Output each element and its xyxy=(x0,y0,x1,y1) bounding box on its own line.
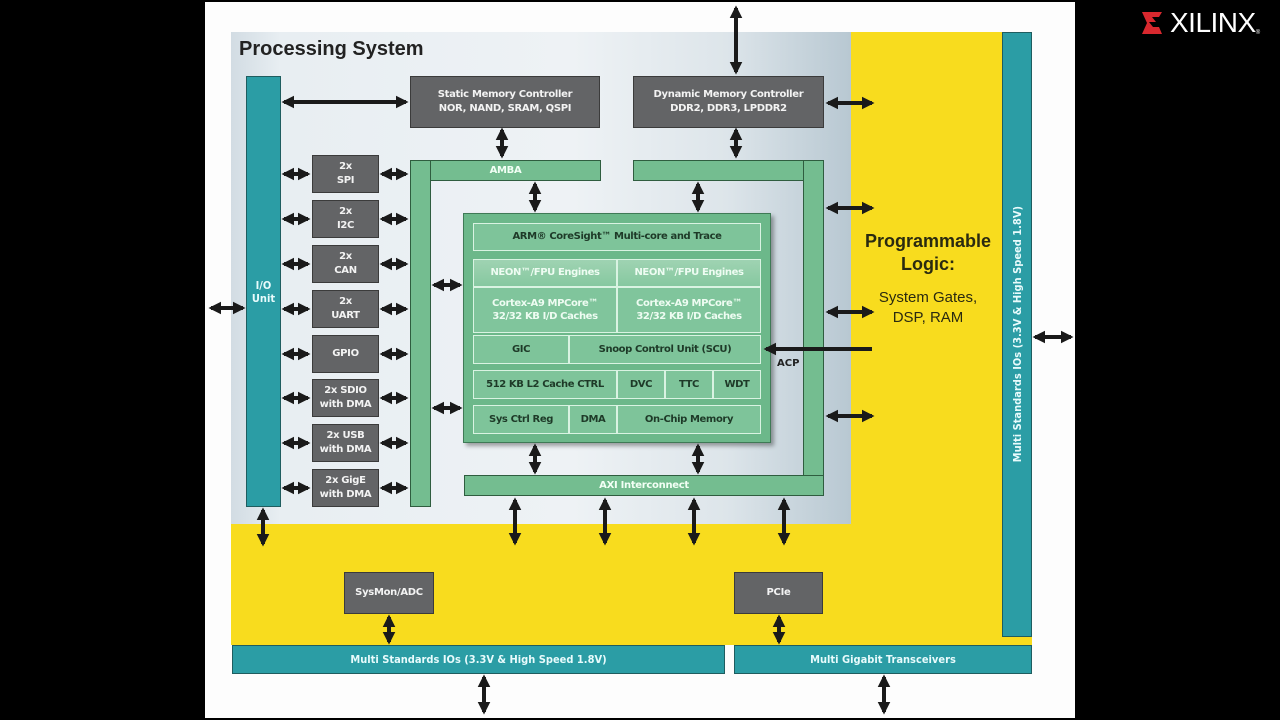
peripheral-count: 2x xyxy=(339,250,352,262)
sysmon-adc[interactable]: SysMon/ADC xyxy=(344,572,434,614)
dvc-label: DVC xyxy=(629,378,653,390)
arm-coresight[interactable]: ARM® CoreSight™ Multi-core and Trace xyxy=(473,223,761,251)
io-unit[interactable]: I/O Unit xyxy=(246,76,281,507)
coresight-label: ARM® CoreSight™ Multi-core and Trace xyxy=(512,231,722,243)
ttc-label: TTC xyxy=(678,378,699,390)
xilinx-logo: XILINX ® xyxy=(1140,7,1261,38)
registered-mark: ® xyxy=(1255,30,1261,36)
snoop-control-unit[interactable]: Snoop Control Unit (SCU) xyxy=(569,335,761,364)
xilinx-mark-icon xyxy=(1142,12,1162,34)
cortex-a9-core-0[interactable]: Cortex-A9 MPCore™ 32/32 KB I/D Caches xyxy=(473,287,617,333)
multi-standard-io-right[interactable]: Multi Standards IOs (3.3V & High Speed 1… xyxy=(1002,32,1032,637)
sysmon-label: SysMon/ADC xyxy=(355,586,423,598)
multi-gigabit-transceivers[interactable]: Multi Gigabit Transceivers xyxy=(734,645,1032,674)
dynamic-memory-controller[interactable]: Dynamic Memory Controller DDR2, DDR3, LP… xyxy=(633,76,824,128)
programmable-logic-subtitle: System Gates, DSP, RAM xyxy=(878,289,978,326)
pcie[interactable]: PCIe xyxy=(734,572,823,614)
neon-label: NEON™/FPU Engines xyxy=(634,267,744,279)
frame-joint xyxy=(804,161,823,180)
static-memory-title: Static Memory Controller xyxy=(437,88,573,100)
dvc[interactable]: DVC xyxy=(617,370,665,399)
on-chip-memory[interactable]: On-Chip Memory xyxy=(617,405,761,434)
amba-label: AMBA xyxy=(489,165,522,176)
amba-interconnect-top-right[interactable] xyxy=(633,160,824,181)
peripheral-name: 2x GigE xyxy=(325,474,366,486)
peripheral-feature: with DMA xyxy=(319,444,372,455)
frame-joint xyxy=(804,476,823,495)
peripheral-name: I2C xyxy=(336,220,355,231)
peripheral-name: UART xyxy=(331,310,360,321)
io-right-label: Multi Standards IOs (3.3V & High Speed 1… xyxy=(1010,206,1024,463)
dma-label: DMA xyxy=(580,413,606,425)
cortex-a9-core-1[interactable]: Cortex-A9 MPCore™ 32/32 KB I/D Caches xyxy=(617,287,761,333)
peripheral-feature: with DMA xyxy=(319,489,372,500)
gic-label: GIC xyxy=(511,343,531,355)
frame-joint xyxy=(411,161,430,180)
core-cache: 32/32 KB I/D Caches xyxy=(636,311,742,322)
amba-interconnect-top-left[interactable]: AMBA xyxy=(410,160,601,181)
amba-interconnect-left-bar[interactable] xyxy=(410,160,431,507)
system-control-registers[interactable]: Sys Ctrl Reg xyxy=(473,405,569,434)
programmable-logic-title: Programmable Logic: xyxy=(864,231,992,275)
l2-label: 512 KB L2 Cache CTRL xyxy=(486,378,604,390)
logo-text: XILINX xyxy=(1170,7,1256,38)
peripheral-name: SPI xyxy=(336,175,355,186)
acp-label: ACP xyxy=(777,358,800,369)
multi-standard-io-bottom[interactable]: Multi Standards IOs (3.3V & High Speed 1… xyxy=(232,645,725,674)
peripheral-can[interactable]: 2x CAN xyxy=(312,245,379,283)
peripheral-feature: with DMA xyxy=(319,399,372,410)
dma-controller[interactable]: DMA xyxy=(569,405,617,434)
dynamic-memory-types: DDR2, DDR3, LPDDR2 xyxy=(670,103,787,114)
wdt-label: WDT xyxy=(724,378,750,390)
ocm-label: On-Chip Memory xyxy=(644,413,734,425)
peripheral-count: 2x xyxy=(339,160,352,172)
pcie-label: PCIe xyxy=(766,586,791,598)
peripheral-sdio[interactable]: 2x SDIO with DMA xyxy=(312,379,379,417)
axi-interconnect[interactable]: AXI Interconnect xyxy=(464,475,824,496)
neon-fpu-engines-0[interactable]: NEON™/FPU Engines xyxy=(473,259,617,287)
peripheral-i2c[interactable]: 2x I2C xyxy=(312,200,379,238)
neon-label: NEON™/FPU Engines xyxy=(490,267,600,279)
dynamic-memory-title: Dynamic Memory Controller xyxy=(653,88,804,100)
peripheral-name: CAN xyxy=(334,265,357,276)
peripheral-gige[interactable]: 2x GigE with DMA xyxy=(312,469,379,507)
peripheral-gpio[interactable]: GPIO xyxy=(312,335,379,373)
core-name: Cortex-A9 MPCore™ xyxy=(636,297,742,309)
static-memory-types: NOR, NAND, SRAM, QSPI xyxy=(438,103,572,114)
peripheral-count: 2x xyxy=(339,205,352,217)
peripheral-spi[interactable]: 2x SPI xyxy=(312,155,379,193)
core-name: Cortex-A9 MPCore™ xyxy=(492,297,598,309)
io-bottom-label: Multi Standards IOs (3.3V & High Speed 1… xyxy=(350,653,607,666)
peripheral-name: 2x USB xyxy=(326,429,365,441)
peripheral-name: GPIO xyxy=(332,347,359,359)
wdt[interactable]: WDT xyxy=(713,370,761,399)
static-memory-controller[interactable]: Static Memory Controller NOR, NAND, SRAM… xyxy=(410,76,600,128)
peripheral-name: 2x SDIO xyxy=(324,384,367,396)
axi-label: AXI Interconnect xyxy=(599,480,689,491)
ttc[interactable]: TTC xyxy=(665,370,713,399)
gic[interactable]: GIC xyxy=(473,335,569,364)
processing-system-title: Processing System xyxy=(239,38,424,60)
l2-cache-controller[interactable]: 512 KB L2 Cache CTRL xyxy=(473,370,617,399)
core-cache: 32/32 KB I/D Caches xyxy=(492,311,598,322)
peripheral-usb[interactable]: 2x USB with DMA xyxy=(312,424,379,462)
peripheral-uart[interactable]: 2x UART xyxy=(312,290,379,328)
sysctrl-label: Sys Ctrl Reg xyxy=(489,413,553,425)
scu-label: Snoop Control Unit (SCU) xyxy=(598,343,732,355)
peripheral-count: 2x xyxy=(339,295,352,307)
transceivers-label: Multi Gigabit Transceivers xyxy=(810,653,956,666)
amba-interconnect-right-bar[interactable] xyxy=(803,160,824,496)
neon-fpu-engines-1[interactable]: NEON™/FPU Engines xyxy=(617,259,761,287)
